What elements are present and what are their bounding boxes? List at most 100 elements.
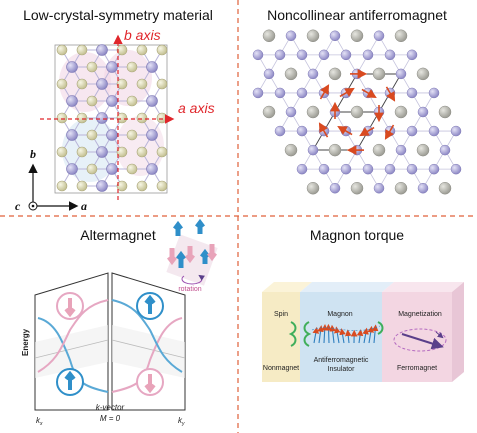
ky-label: ky (178, 416, 185, 427)
crystal-lattice (56, 44, 168, 192)
afm-label-line2: Insulator (328, 366, 356, 373)
atom-nonmagnetic (350, 29, 364, 43)
atom-magnetic (252, 87, 264, 99)
panel-noncollinear-afm: Noncollinear antiferromagnet (252, 7, 462, 195)
energy-axis-label: Energy (21, 328, 30, 356)
coord-c-dot (31, 204, 35, 208)
atom-magnetic (428, 125, 440, 137)
atom-magnetic (66, 129, 78, 141)
interface-spin-icon (377, 321, 384, 335)
atom-magnetic (318, 49, 330, 61)
spin-down-icon (144, 374, 156, 394)
atom-magnetic (428, 163, 440, 175)
atom-magnetic (406, 87, 418, 99)
atom-ligand (86, 95, 98, 107)
atom-nonmagnetic (284, 67, 298, 81)
atom-magnetic (96, 146, 108, 158)
interface-spin-icon (303, 321, 312, 347)
atom-nonmagnetic (416, 67, 430, 81)
m-zero-label: M = 0 (100, 414, 121, 423)
magnon-label: Magnon (327, 311, 352, 318)
atom-magnetic (373, 182, 385, 194)
magnon-spin-icon (317, 325, 324, 344)
atom-ligand (86, 163, 98, 175)
atom-nonmagnetic (394, 181, 408, 195)
precession-cone (393, 328, 447, 352)
atom-magnetic (66, 95, 78, 107)
atom-magnetic (96, 78, 108, 90)
atom-ligand (136, 146, 148, 158)
magnon-spin-icon (344, 329, 352, 344)
panel-altermagnet: Altermagnet rotation (21, 218, 218, 427)
atom-magnetic (96, 44, 108, 56)
panel-magnon-torque: Magnon torque Spin Magnon Magnetization … (262, 227, 464, 382)
atom-nonmagnetic (306, 105, 320, 119)
spin-up-icon (64, 370, 76, 390)
rotation-label: rotation (178, 286, 201, 293)
atom-magnetic (106, 61, 118, 73)
atom-magnetic (146, 95, 158, 107)
atom-magnetic (274, 125, 286, 137)
coord-b-label: b (30, 147, 36, 161)
atom-nonmagnetic (262, 29, 276, 43)
atom-ligand (126, 163, 138, 175)
atom-magnetic (296, 87, 308, 99)
magnon-spin-icon (356, 329, 364, 344)
magnon-spin-icon (325, 323, 332, 344)
atom-ligand (76, 146, 88, 158)
spin-arrow-icon (359, 126, 375, 137)
atom-magnetic (384, 49, 396, 61)
atom-magnetic (106, 163, 118, 175)
atom-ligand (116, 146, 128, 158)
atom-magnetic (96, 180, 108, 192)
atom-ligand (56, 180, 68, 192)
atom-magnetic (406, 163, 418, 175)
atom-magnetic (362, 49, 374, 61)
atom-nonmagnetic (394, 29, 408, 43)
ferromagnet-top (382, 282, 464, 292)
atom-magnetic (318, 163, 330, 175)
atom-ligand (156, 112, 168, 124)
spin-arrow-icon (337, 125, 353, 136)
atom-ligand (76, 112, 88, 124)
afm-top (300, 282, 394, 292)
atom-magnetic (384, 163, 396, 175)
atom-ligand (86, 129, 98, 141)
band-pink-right (111, 317, 183, 393)
atom-magnetic (406, 125, 418, 137)
atom-nonmagnetic (372, 67, 386, 81)
magnon-wave (311, 323, 381, 344)
spin-up-icon (195, 218, 205, 234)
rotation-arrow-icon (181, 274, 205, 285)
spin-label: Spin (274, 311, 288, 318)
magnon-spin-icon (339, 328, 346, 344)
magnetization-arrow-icon (401, 333, 444, 350)
atom-ligand (86, 61, 98, 73)
atom-magnetic (285, 106, 297, 118)
afm-label-line1: Antiferromagnetic (314, 357, 369, 364)
bz-right-frame (111, 272, 186, 411)
atom-magnetic (395, 144, 407, 156)
fermi-line (111, 339, 186, 359)
spin-up-icon (173, 220, 183, 236)
atom-ligand (116, 44, 128, 56)
nonmagnet-label: Nonmagnet (263, 365, 299, 372)
atom-magnetic (66, 163, 78, 175)
torque-arrow-icon (435, 331, 444, 339)
coord-a-label: a (81, 199, 87, 213)
spin-arrow-icon (339, 87, 355, 98)
atom-magnetic (307, 68, 319, 80)
atom-ligand (76, 180, 88, 192)
atom-magnetic (274, 49, 286, 61)
magnon-spin-icon (371, 324, 379, 344)
atom-magnetic (406, 49, 418, 61)
k-vector-label: k-vector (96, 403, 125, 412)
atom-magnetic (263, 68, 275, 80)
atom-ligand (56, 44, 68, 56)
atom-magnetic (307, 144, 319, 156)
atom-magnetic (450, 163, 462, 175)
magnon-spin-icon (362, 327, 369, 344)
atom-nonmagnetic (262, 105, 276, 119)
